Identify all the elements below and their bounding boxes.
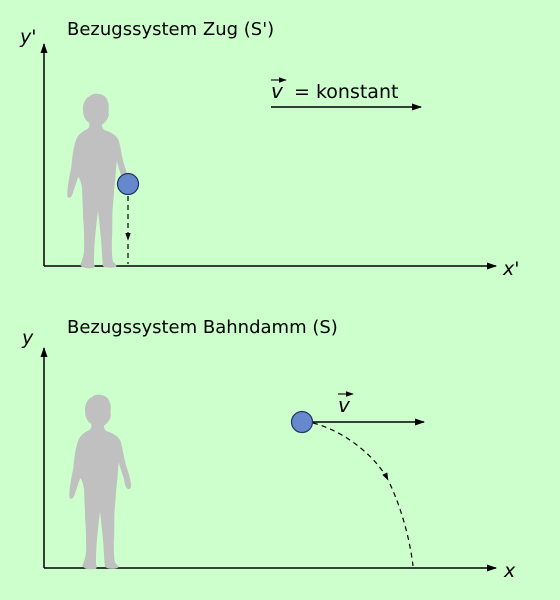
ball-trajectory-path-tail — [389, 483, 414, 567]
velocity-text: = konstant — [294, 81, 398, 103]
x-axis-label: x — [503, 560, 516, 582]
velocity-symbol: v — [271, 79, 284, 103]
y-axis-label: y' — [19, 26, 36, 48]
x-axis-label: x' — [502, 258, 519, 280]
velocity-symbol: v — [338, 393, 351, 417]
velocity-label: v = konstant — [271, 77, 398, 103]
panel-title: Bezugssystem Zug (S') — [67, 19, 274, 40]
panel-train-frame: Bezugssystem Zug (S') y' x' v = konstant — [19, 19, 519, 280]
ball-trajectory-path — [312, 422, 389, 481]
panel-embankment-frame: Bezugssystem Bahndamm (S) y x v — [21, 317, 516, 582]
velocity-label: v — [338, 391, 354, 417]
person-silhouette-icon — [69, 394, 132, 570]
panel-title: Bezugssystem Bahndamm (S) — [67, 317, 338, 338]
y-axis-label: y — [21, 327, 34, 349]
ball-icon — [116, 172, 140, 196]
ball-icon — [290, 410, 314, 434]
